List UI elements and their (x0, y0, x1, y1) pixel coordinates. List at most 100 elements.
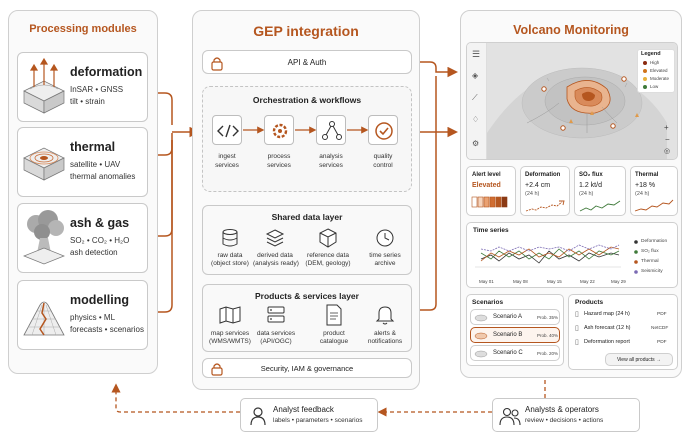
analysis-services-node[interactable] (316, 115, 346, 145)
ts-legend-thermal: Thermal (641, 259, 659, 264)
bell-icon[interactable] (375, 304, 395, 326)
process-label-1: process (267, 153, 291, 160)
products-title: Products (575, 299, 604, 306)
api-auth-label: API & Auth (287, 58, 327, 67)
scenario-c-name: Scenario C (493, 350, 523, 356)
document-icon[interactable] (325, 304, 343, 326)
scenario-a-row[interactable]: Scenario A Prob. 35% (470, 309, 560, 325)
kpi-deformation[interactable]: Deformation +2.4 cm (24 h) (520, 166, 570, 216)
check-circle-icon (375, 122, 393, 140)
kpi-so2-flux[interactable]: SO₂ flux 1.2 kt/d (24 h) (574, 166, 626, 216)
layers-tool-icon[interactable]: ◈ (472, 71, 479, 80)
ts-legend-seismicity: Seismicity (641, 269, 663, 274)
security-bar[interactable]: Security, IAM & governance (202, 358, 412, 378)
operators-sub: review • decisions • actions (525, 417, 604, 424)
code-icon (217, 124, 239, 138)
products-services-title: Products & services layer (255, 291, 359, 301)
scenario-a-prob: Prob. 35% (537, 315, 559, 320)
process-services-node[interactable] (264, 115, 294, 145)
kpi-deformation-title: Deformation (525, 172, 561, 178)
product-hazard-fmt: PDF (657, 312, 667, 317)
time-series-title: Time series (473, 227, 509, 234)
products-card: Products ▯ Hazard map (24 h) PDF ▯ Ash f… (568, 294, 678, 370)
derived-data-label-1: derived data (257, 252, 293, 259)
module-modelling[interactable]: modelling physics • ML forecasts • scena… (17, 280, 148, 350)
operators-title: Analysts & operators (525, 405, 599, 414)
lock-icon (211, 363, 223, 376)
ingest-label-1: ingest (218, 153, 236, 160)
module-deformation[interactable]: deformation InSAR • GNSS tilt • strain (17, 52, 148, 122)
time-series-card[interactable]: Time series May 01 May 08 May 15 May 22 … (466, 222, 678, 288)
api-auth-bar[interactable]: API & Auth (202, 50, 412, 74)
network-icon (322, 121, 342, 140)
quality-control-node[interactable] (368, 115, 398, 145)
map-view[interactable]: ☰ ◈ ⟋ ♢ ⚙ Legend High Elevated Moderate … (466, 42, 678, 160)
shared-data-title: Shared data layer (271, 212, 343, 222)
scenarios-title: Scenarios (472, 299, 504, 306)
product-ash-fmt: NetCDF (651, 326, 669, 331)
ash-gas-line1: SO₂ • CO₂ • H₂O (70, 236, 130, 245)
view-all-products-button[interactable]: View all products → (605, 353, 673, 366)
module-thermal[interactable]: thermal satellite • UAV thermal anomalie… (17, 127, 148, 197)
product-deformation-fmt: PDF (657, 340, 667, 345)
legend-title: Legend (641, 51, 661, 57)
product-hazard-map[interactable]: Hazard map (24 h) (584, 311, 630, 317)
reference-data-label-2: (DEM, geology) (305, 260, 351, 267)
kpi-alert-title: Alert level (472, 172, 501, 178)
legend-moderate: Moderate (650, 76, 670, 81)
layers-icon[interactable] (265, 228, 285, 248)
orchestration-title: Orchestration & workflows (252, 95, 362, 105)
ingest-services-node[interactable] (212, 115, 242, 145)
product-deformation-report[interactable]: Deformation report (584, 339, 630, 345)
scenario-c-prob: Prob. 20% (537, 351, 559, 356)
settings-tool-icon[interactable]: ⚙ (472, 139, 480, 148)
product-ash-forecast[interactable]: Ash forecast (12 h) (584, 325, 631, 331)
scenario-b-prob: Prob. 40% (537, 333, 559, 338)
scenario-c-row[interactable]: Scenario C Prob. 20% (470, 345, 560, 361)
api-to-monitoring-arrow (416, 61, 458, 78)
thermal-title: thermal (70, 140, 116, 154)
thermal-sparkline (634, 199, 674, 212)
kpi-thermal-title: Thermal (635, 172, 659, 178)
kpi-so2-value: 1.2 kt/d (579, 182, 602, 189)
cube-grid-icon[interactable] (318, 228, 338, 248)
time-series-label-1: time series (369, 252, 401, 259)
locate-icon[interactable]: ◎ (664, 148, 671, 155)
product-doc-icon: ▯ (575, 325, 579, 332)
deformation-icon (23, 57, 65, 114)
ash-gas-title: ash & gas (70, 216, 130, 230)
gep-title: GEP integration (253, 23, 359, 39)
chart-tool-icon[interactable]: ⟋ (472, 93, 478, 102)
deformation-line1: InSAR • GNSS (70, 85, 124, 94)
scenario-b-row[interactable]: Scenario B Prob. 40% (470, 327, 560, 343)
raw-data-label-2: (object store) (211, 260, 249, 267)
deformation-sparkline (525, 200, 565, 212)
server-icon[interactable] (266, 305, 286, 325)
module-ash-gas[interactable]: ash & gas SO₂ • CO₂ • H₂O ash detection (17, 203, 148, 273)
ts-legend-deformation: Deformation (641, 239, 668, 244)
kpi-deformation-sub: (24 h) (525, 191, 540, 197)
map-icon[interactable] (219, 306, 241, 324)
reference-data-label-1: reference data (307, 252, 349, 259)
security-label: Security, IAM & governance (260, 364, 354, 373)
kpi-thermal[interactable]: Thermal +18 % (24 h) (630, 166, 678, 216)
menu-icon[interactable]: ☰ (472, 49, 481, 59)
alert-tool-icon[interactable]: ♢ (472, 115, 480, 124)
kpi-alert-level[interactable]: Alert level Elevated (466, 166, 516, 216)
deformation-title: deformation (70, 65, 143, 79)
analyst-feedback-box[interactable]: Analyst feedback labels • parameters • s… (240, 398, 378, 432)
clock-icon[interactable] (375, 228, 395, 248)
products-services-layer: Products & services layer (202, 284, 412, 352)
analysis-label-2: services (319, 162, 343, 169)
analysts-operators-box[interactable]: Analysts & operators review • decisions … (492, 398, 640, 432)
modelling-title: modelling (70, 293, 130, 307)
alerts-label-1: alerts & (373, 330, 397, 337)
volcano-terrain-map (467, 43, 677, 159)
time-series-chart (475, 244, 621, 268)
group-icon (499, 407, 521, 426)
ts-legend-swatches (634, 240, 638, 274)
database-icon[interactable] (220, 228, 240, 248)
zoom-in-button[interactable]: + (664, 123, 669, 132)
quality-label-2: control (373, 162, 393, 169)
zoom-out-button[interactable]: − (665, 135, 670, 144)
